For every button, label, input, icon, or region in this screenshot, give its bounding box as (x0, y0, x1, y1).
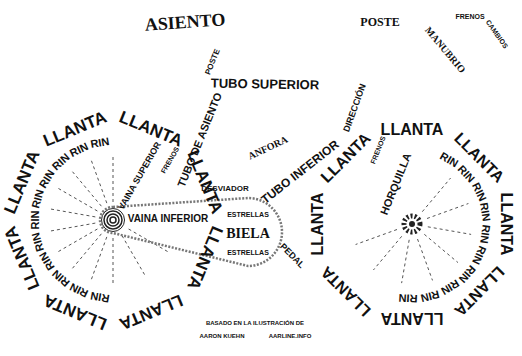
part-label: POSTE (360, 16, 399, 28)
rim-label: RIN (37, 168, 56, 190)
rim-label: RIN (438, 150, 460, 169)
credit-text: AARON KUEHN (200, 333, 245, 339)
rear-cassette (102, 209, 125, 232)
rim-label: RIN (89, 136, 110, 150)
part-label: HORQUILLA (379, 152, 414, 217)
rim-label: RIN (50, 152, 71, 173)
part-label: PEDAL (278, 242, 306, 270)
rim-label: LLANTA (184, 224, 225, 292)
credit-text: AARLINE.INFO (269, 333, 312, 339)
rim-label: RIN (30, 211, 41, 230)
rim-label: LLANTA (451, 130, 507, 186)
rim-label: RIN (50, 268, 71, 289)
rim-label: RIN (398, 292, 418, 304)
rim-label: LLANTA (310, 193, 326, 256)
part-label: ESTRELLAS (227, 211, 269, 218)
rim-label: RIN (68, 281, 90, 299)
rim-label: RIN (457, 263, 478, 284)
part-label: POSTE (204, 48, 222, 76)
rim-label: RIN (37, 250, 56, 272)
rim-label: LLANTA (381, 122, 444, 138)
rim-label: RIN (419, 288, 440, 303)
chain (100, 198, 282, 266)
rim-label: RIN (456, 163, 477, 184)
part-label: VAINA INFERIOR (128, 214, 209, 224)
rim-label: RIN (470, 244, 488, 266)
rim-label: RIN (89, 290, 110, 304)
part-label: MANUBRIO (423, 25, 467, 75)
part-label: ASIENTO (144, 10, 226, 34)
part-label: ANFORA (247, 134, 290, 161)
rim-label: LLANTA (498, 193, 514, 256)
front-hub-gear (404, 216, 420, 232)
rim-label: RIN (478, 202, 492, 222)
rim-label: LLANTA (184, 148, 225, 216)
part-label: FRENOS (160, 146, 181, 175)
rim-label: RIN (469, 181, 487, 203)
rim-label: RIN (439, 278, 461, 297)
rim-label: RIN (479, 224, 493, 244)
rim-label: RIN (30, 188, 46, 209)
rim-label: RIN (68, 141, 90, 159)
rim-label: LLANTA (117, 291, 185, 332)
part-label: FRENOS (455, 13, 484, 20)
part-label: DIRECCIÓN (342, 83, 368, 134)
part-label: BIELA (226, 227, 270, 241)
credit-text: BASADO EN LA ILUSTRACIÓN DE (206, 320, 304, 326)
rim-label: LLANTA (318, 263, 374, 319)
part-label: VAINA SUPERIOR (117, 141, 163, 212)
rim-label: LLANTA (117, 108, 185, 149)
rim-label: RIN (30, 231, 46, 252)
rim-label: LLANTA (451, 263, 507, 319)
part-label: CAMBIOS (485, 18, 510, 49)
rim-label: LLANTA (381, 310, 444, 326)
front-spokes (356, 178, 472, 283)
part-label: ESTRELLAS (227, 249, 269, 256)
part-label: TUBO SUPERIOR (211, 77, 320, 92)
